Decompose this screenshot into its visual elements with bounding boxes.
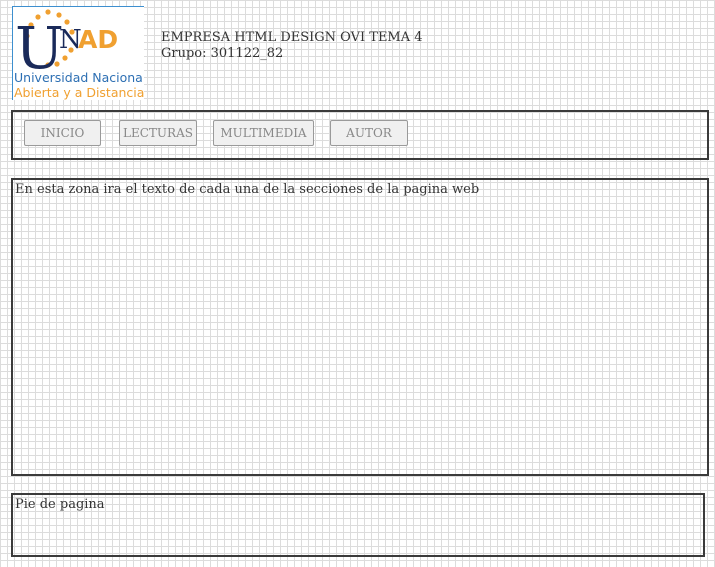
logo-border-left [12, 6, 13, 100]
logo-letters-ad: AD [78, 25, 118, 54]
nav-button-multimedia[interactable]: MULTIMEDIA [213, 120, 314, 146]
logo-dot-ring [24, 9, 75, 68]
nav-button-lecturas[interactable]: LECTURAS [119, 120, 197, 146]
footer: Pie de pagina [11, 493, 705, 557]
logo-university-name: Universidad Nacional [14, 70, 144, 85]
header-title: EMPRESA HTML DESIGN OVI TEMA 4 [161, 30, 423, 45]
unad-logo: U N AD Universidad Nacional Abierta y a … [12, 6, 144, 100]
logo-university-subtitle: Abierta y a Distancia [14, 85, 144, 100]
content-text: En esta zona ira el texto de cada una de… [15, 182, 480, 197]
logo-graphic: U N AD [15, 9, 118, 82]
header-group: Grupo: 301122_82 [161, 46, 284, 61]
footer-text: Pie de pagina [15, 497, 105, 512]
header-info: EMPRESA HTML DESIGN OVI TEMA 4 Grupo: 30… [161, 30, 423, 62]
content-area: En esta zona ira el texto de cada una de… [11, 178, 709, 476]
nav-bar: INICIO LECTURAS MULTIMEDIA AUTOR [11, 110, 709, 160]
logo-letter-n: N [59, 25, 82, 55]
nav-button-autor[interactable]: AUTOR [330, 120, 408, 146]
logo-letter-u: U [15, 14, 64, 82]
nav-button-inicio[interactable]: INICIO [24, 120, 101, 146]
logo-border-top [12, 6, 144, 7]
